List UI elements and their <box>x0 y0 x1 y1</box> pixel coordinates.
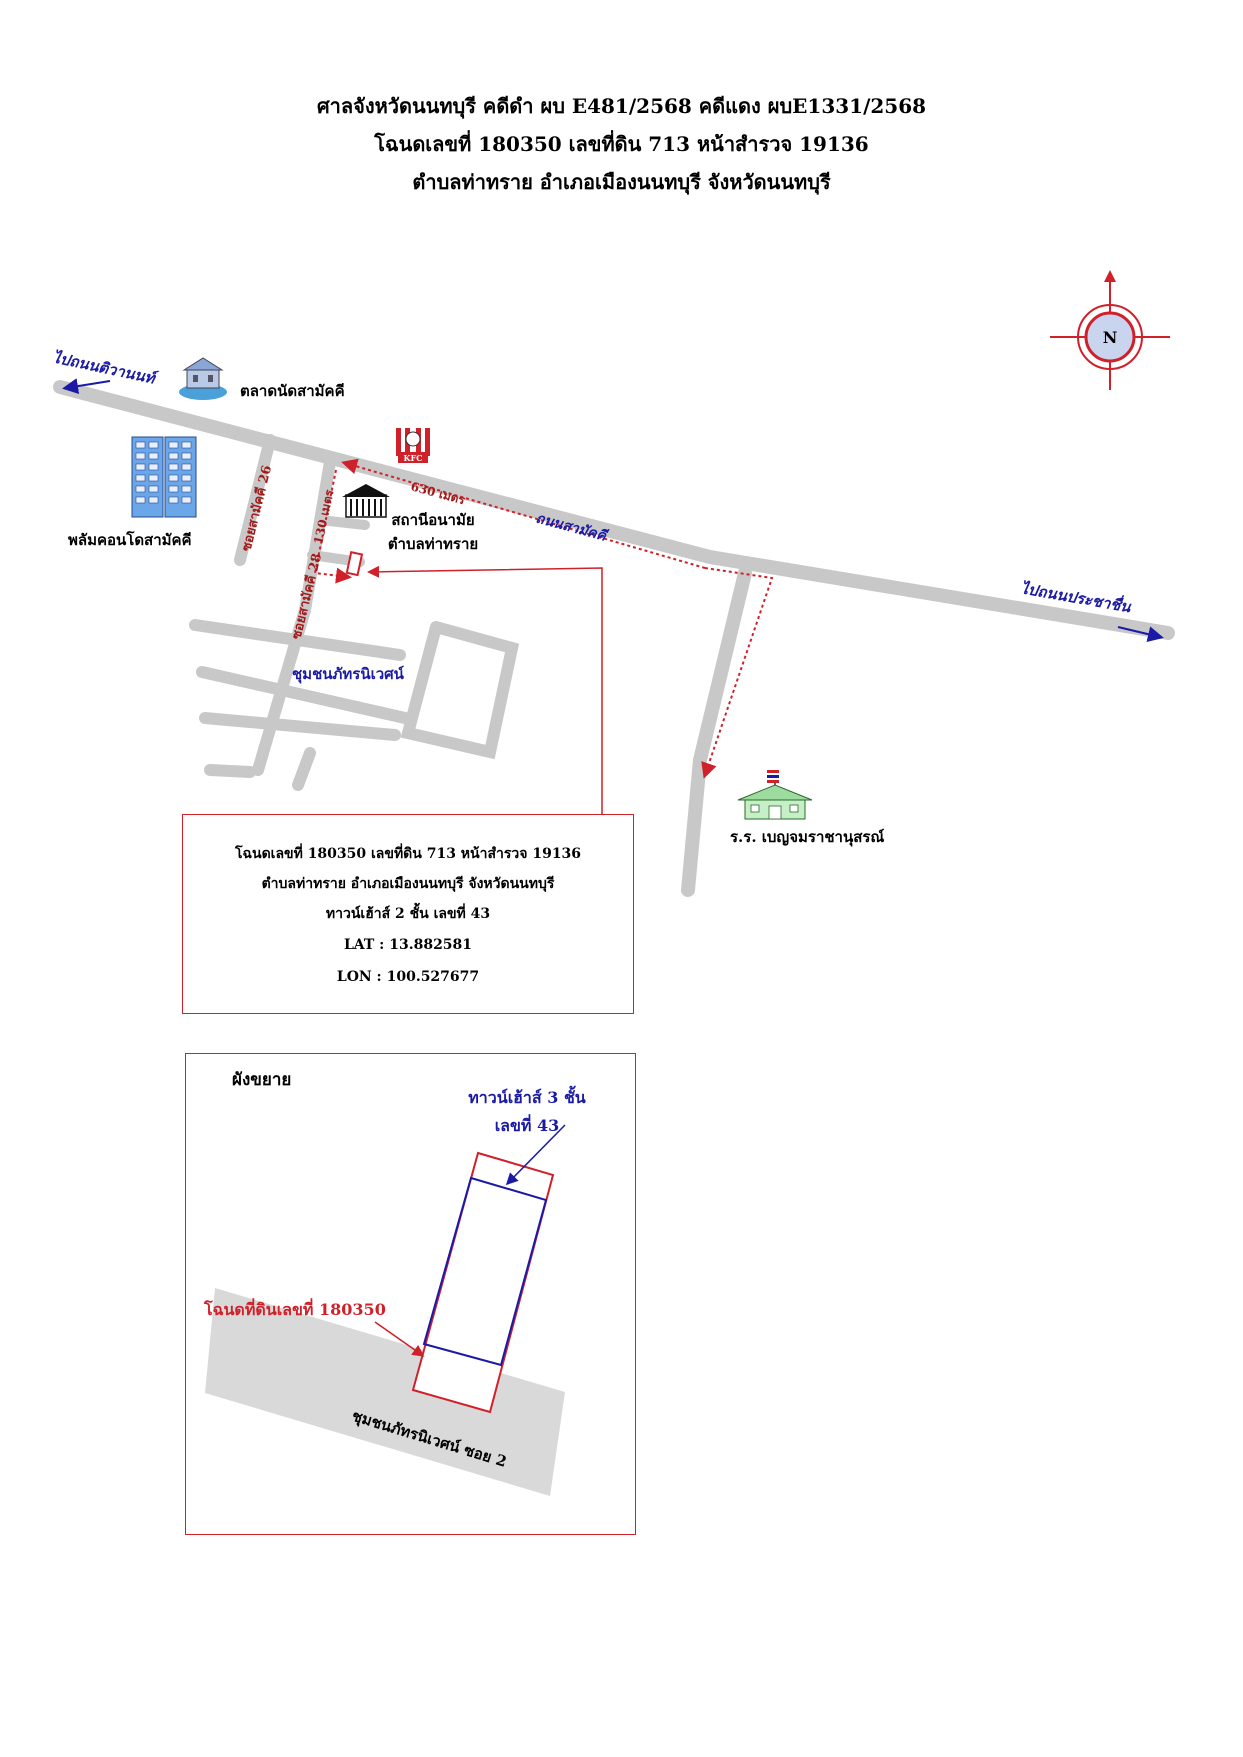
inset-road <box>205 1288 565 1496</box>
inset-building-arrow <box>505 1124 566 1186</box>
info-lon: LON : 100.527677 <box>336 969 480 985</box>
community-label: ชุมชนภัทรนิเวศน์ <box>292 665 405 684</box>
soi-28-label: ซอยสามัคคี 28 <box>288 552 325 641</box>
health-station-label: สถานีอนามัยตำบลท่าทราย <box>387 511 479 553</box>
inset-building-label-1: ทาวน์เฮ้าส์ 3 ชั้น <box>468 1088 586 1107</box>
soi-28-road <box>252 456 336 776</box>
inset-parcel-arrow <box>374 1321 425 1357</box>
inset-building-outline <box>422 1176 548 1367</box>
main-road <box>53 380 1175 640</box>
inset-building-label: ทาวน์เฮ้าส์ 3 ชั้น เลขที่ 43 <box>427 1084 627 1140</box>
to-tiwanon-arrow-icon <box>62 378 111 395</box>
condo-icon <box>131 436 197 518</box>
info-address-line: ตำบลท่าทราย อำเภอเมืองนนทบุรี จังหวัดนนท… <box>261 876 555 892</box>
health-station-icon <box>342 484 390 518</box>
soi-26-label: ซอยสามัคคี 26 <box>238 464 275 553</box>
header-line-1: ศาลจังหวัดนนทบุรี คดีดำ ผบ E481/2568 คดี… <box>316 94 927 118</box>
plot-pointer-arrow <box>367 565 603 578</box>
condo-label: พลัมคอนโดสามัคคี <box>68 530 192 549</box>
market-label: ตลาดนัดสามัคคี <box>240 382 345 400</box>
inset-box: ผังขยาย ทาวน์เฮ้าส์ 3 ชั้น เลขที่ 43 โฉน… <box>185 1053 636 1535</box>
compass-north-label: N <box>1103 328 1118 347</box>
info-lat: LAT : 13.882581 <box>343 937 473 953</box>
school-label: ร.ร. เบญจมราชานุสรณ์ <box>730 828 884 847</box>
compass-icon: N <box>1050 270 1170 390</box>
school-icon <box>737 770 813 820</box>
road-network <box>53 380 1175 897</box>
to-prachachuen-arrow-icon <box>1117 626 1164 643</box>
market-icon <box>179 357 227 400</box>
info-deed-line: โฉนดเลขที่ 180350 เลขที่ดิน 713 หน้าสำรว… <box>234 846 582 862</box>
kfc-icon: KFC <box>396 428 430 464</box>
info-box: โฉนดเลขที่ 180350 เลขที่ดิน 713 หน้าสำรว… <box>182 814 634 1014</box>
soi-26-road <box>234 434 276 566</box>
inset-parcel-label: โฉนดที่ดินเลขที่ 180350 <box>204 1300 386 1319</box>
header-line-3: ตำบลท่าทราย อำเภอเมืองนนทบุรี จังหวัดนนท… <box>412 170 831 194</box>
kfc-text: KFC <box>404 453 423 463</box>
inset-title: ผังขยาย <box>232 1070 292 1090</box>
route-path <box>313 458 774 779</box>
header-line-2: โฉนดเลขที่ 180350 เลขที่ดิน 713 หน้าสำรว… <box>374 132 869 156</box>
info-building-line: ทาวน์เฮ้าส์ 2 ชั้น เลขที่ 43 <box>325 906 491 922</box>
subject-plot-marker <box>345 550 364 577</box>
inset-parcel-outline <box>411 1151 555 1414</box>
inset-building-label-2: เลขที่ 43 <box>494 1116 560 1135</box>
school-road <box>681 566 752 897</box>
